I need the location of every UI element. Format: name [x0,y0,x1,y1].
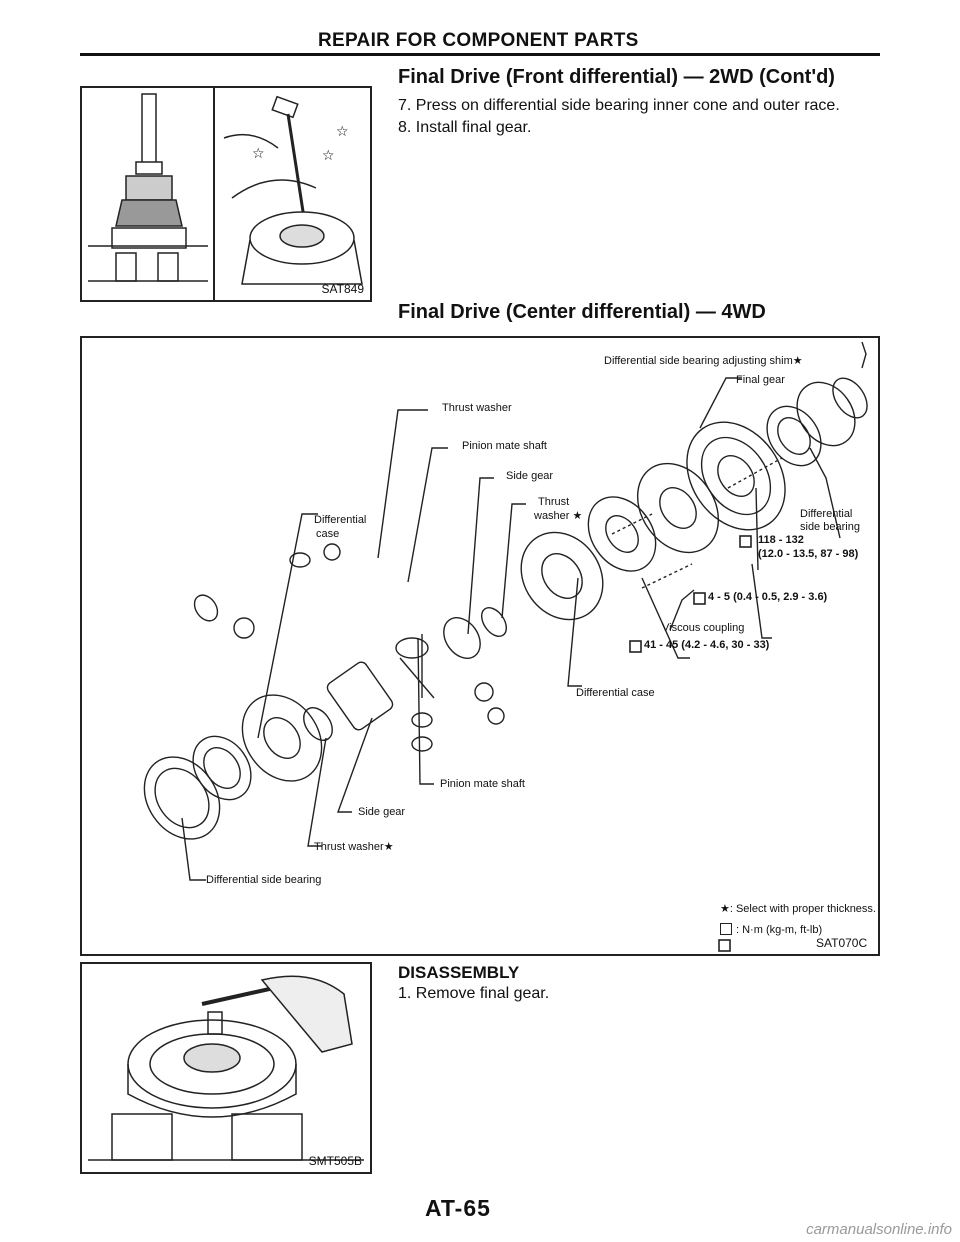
label-differential-case-left-2: case [316,528,340,540]
step-8: 8. Install final gear. [398,119,532,136]
torque-icon [629,640,642,653]
torque-legend-icon [720,923,732,935]
header-rule [80,53,880,56]
figure-code: SAT849 [321,282,364,296]
label-differential-side-bearing-bottom: Differential side bearing [206,874,322,886]
label-thrust-washer-top: Thrust washer [442,402,512,414]
label-pinion-mate-shaft-bottom: Pinion mate shaft [440,778,525,790]
svg-text:☆: ☆ [336,124,349,140]
note-select-thickness: ★: Select with proper thickness. [720,903,876,915]
figure-code: SMT505B [308,1154,362,1168]
torque-icon [739,535,752,548]
label-torque-1b: (12.0 - 13.5, 87 - 98) [758,548,859,560]
svg-text:☆: ☆ [252,146,265,162]
label-torque-1a: 118 - 132 [758,534,804,546]
label-thrust-washer-star-2: washer ★ [534,510,583,522]
torque-icon [718,939,731,952]
exploded-view-illustration [143,341,868,952]
label-torque-3: 41 - 45 (4.2 - 4.6, 30 - 33) [644,639,770,651]
label-side-gear-top: Side gear [506,470,554,482]
label-viscous-coupling: Viscous coupling [662,622,745,634]
label-thrust-washer-star-1: Thrust [538,496,570,508]
label-differential-case-left-1: Differential [314,514,367,526]
press-bearing-illustration: ☆ ☆ ☆ [88,88,363,300]
remove-final-gear-illustration [88,975,364,1161]
label-differential-side-bearing-right-1: Differential [800,508,853,520]
section-title-front-diff: Final Drive (Front differential) — 2WD (… [398,66,835,88]
label-thrust-washer-bottom: Thrust washer★ [314,841,394,853]
figure-code: SAT070C [816,936,868,950]
label-pinion-mate-shaft-top: Pinion mate shaft [462,440,547,452]
step-1-remove-final-gear: 1. Remove final gear. [398,985,550,1002]
figure-center-diff-exploded: Differential side bearing adjusting shim… [80,336,880,956]
figure-press-bearing: ☆ ☆ ☆ SAT849 [80,86,372,302]
section-title-disassembly: DISASSEMBLY [398,963,520,982]
page-number: AT-65 [425,1195,491,1221]
unit-legend: : N·m (kg-m, ft-lb) [736,924,823,936]
label-torque-2: 4 - 5 (0.4 - 0.5, 2.9 - 3.6) [708,591,828,603]
svg-text:☆: ☆ [322,148,335,164]
section-title-center-diff: Final Drive (Center differential) — 4WD [398,301,766,323]
step-7: 7. Press on differential side bearing in… [398,97,840,114]
label-adjusting-shim: Differential side bearing adjusting shim… [604,355,803,367]
section-header: REPAIR FOR COMPONENT PARTS [318,30,639,51]
figure-remove-final-gear: SMT505B [80,962,372,1174]
label-final-gear: Final gear [736,374,785,386]
torque-icon [693,592,706,605]
label-differential-case-mid: Differential case [576,687,655,699]
label-differential-side-bearing-right-2: side bearing [800,521,860,533]
label-side-gear-bottom: Side gear [358,806,406,818]
watermark: carmanualsonline.info [806,1221,952,1238]
